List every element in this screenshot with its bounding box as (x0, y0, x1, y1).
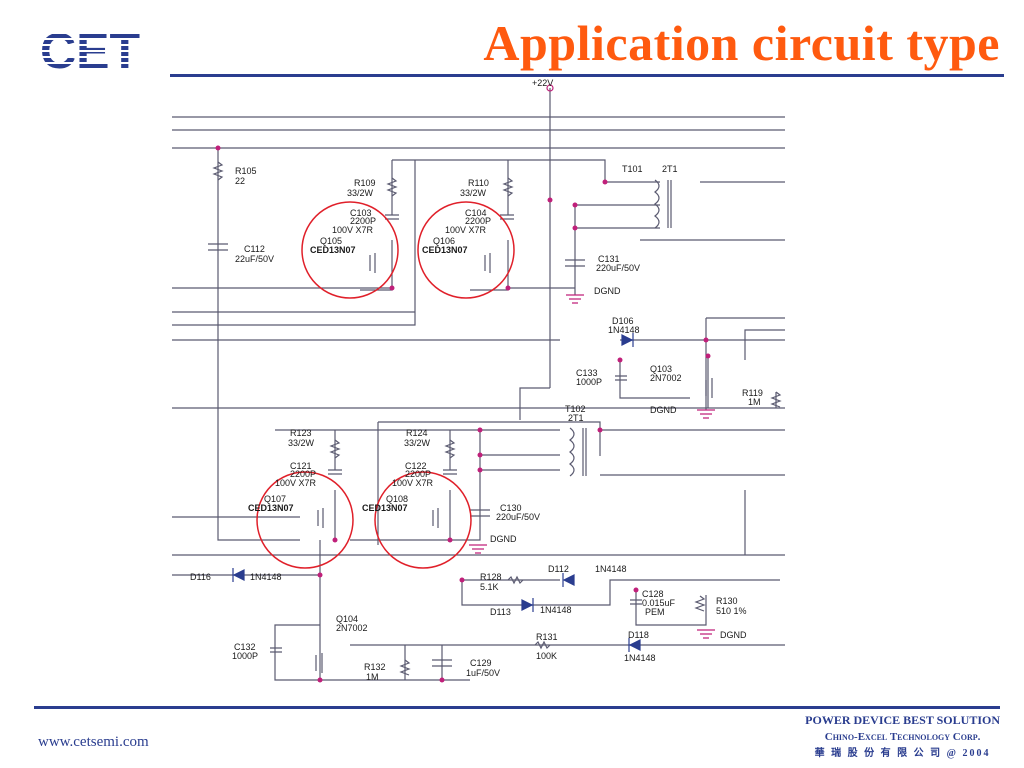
label-d118-part: 1N4148 (624, 653, 656, 663)
label-d116-part: 1N4148 (250, 572, 282, 582)
label-c128-rating: PEM (645, 607, 665, 617)
label-c122-rating: 100V X7R (392, 478, 434, 488)
label-c130: C130 (500, 503, 522, 513)
label-c121-rating: 100V X7R (275, 478, 317, 488)
label-dgnd-3: DGND (490, 534, 517, 544)
label-c112-value: 22uF/50V (235, 254, 274, 264)
label-c132-value: 1000P (232, 651, 258, 661)
label-c121-value: 2200P (290, 469, 316, 479)
label-d112-part: 1N4148 (595, 564, 627, 574)
label-d113: D113 (490, 607, 511, 617)
label-q106-part: CED13N07 (422, 245, 468, 255)
header-divider (170, 74, 1004, 77)
label-r132: R132 (364, 662, 386, 672)
label-q108: Q108 (386, 494, 408, 504)
label-c131-value: 220uF/50V (596, 263, 640, 273)
website-link[interactable]: www.cetsemi.com (38, 734, 149, 750)
label-supply: +22V (532, 78, 553, 88)
label-r124: R124 (406, 428, 428, 438)
label-c128: C128 (642, 589, 664, 599)
label-r123-value: 33/2W (288, 438, 315, 448)
label-c129-value: 1uF/50V (466, 668, 500, 678)
label-c103-rating: 100V X7R (332, 225, 374, 235)
label-r128-value: 5.1K (480, 582, 499, 592)
label-t101-part: 2T1 (662, 164, 678, 174)
label-r109: R109 (354, 178, 376, 188)
label-r105-value: 22 (235, 176, 245, 186)
label-c133-value: 1000P (576, 377, 602, 387)
label-c104-value: 2200P (465, 216, 491, 226)
label-q103: Q103 (650, 364, 672, 374)
label-dgnd-1: DGND (594, 286, 621, 296)
label-d118: D118 (628, 630, 649, 640)
label-r128: R128 (480, 572, 502, 582)
label-r130: R130 (716, 596, 738, 606)
company-info: POWER DEVICE BEST SOLUTION Chino-Excel T… (805, 712, 1000, 762)
label-q105: Q105 (320, 236, 342, 246)
label-r130-value: 510 1% (716, 606, 747, 616)
label-c130-value: 220uF/50V (496, 512, 540, 522)
label-r119: R119 (742, 388, 763, 398)
label-c129: C129 (470, 658, 492, 668)
label-q104-part: 2N7002 (336, 623, 368, 633)
label-r110: R110 (468, 178, 489, 188)
label-r132-value: 1M (366, 672, 379, 682)
label-q105-part: CED13N07 (310, 245, 356, 255)
label-d112: D112 (548, 564, 569, 574)
label-t102-part: 2T1 (568, 413, 584, 423)
label-c132: C132 (234, 642, 256, 652)
label-r110-value: 33/2W (460, 188, 487, 198)
label-c122-value: 2200P (405, 469, 431, 479)
application-circuit-schematic: +22V R105 22 C112 22uF/50V R109 33/2W R1… (172, 78, 785, 683)
footer-divider (34, 706, 1000, 709)
label-t102: T102 (565, 404, 586, 414)
label-c131: C131 (598, 254, 620, 264)
label-q108-part: CED13N07 (362, 503, 408, 513)
label-c104: C104 (465, 208, 487, 218)
label-q107: Q107 (264, 494, 286, 504)
cet-logo: CET (34, 24, 146, 76)
company-name: Chino-Excel Technology Corp. (824, 731, 981, 743)
label-q103-part: 2N7002 (650, 373, 682, 383)
label-q106: Q106 (433, 236, 455, 246)
label-c133: C133 (576, 368, 598, 378)
label-r124-value: 33/2W (404, 438, 431, 448)
label-d106: D106 (612, 316, 634, 326)
label-c112: C112 (244, 244, 265, 254)
label-r123: R123 (290, 428, 312, 438)
label-d106-part: 1N4148 (608, 325, 640, 335)
tagline: POWER DEVICE BEST SOLUTION (805, 713, 1000, 727)
page-title: Application circuit type (483, 15, 1000, 71)
label-r131-value: 100K (536, 651, 557, 661)
label-q107-part: CED13N07 (248, 503, 294, 513)
label-c122: C122 (405, 461, 427, 471)
label-c103-value: 2200P (350, 216, 376, 226)
label-c121: C121 (290, 461, 312, 471)
copyright: 華 瑞 股 份 有 限 公 司 @ 2004 (814, 748, 991, 759)
label-c103: C103 (350, 208, 372, 218)
label-t101: T101 (622, 164, 643, 174)
label-r109-value: 33/2W (347, 188, 374, 198)
label-d113-part: 1N4148 (540, 605, 572, 615)
label-r119-value: 1M (748, 397, 761, 407)
label-q104: Q104 (336, 614, 358, 624)
label-c104-rating: 100V X7R (445, 225, 487, 235)
label-d116: D116 (190, 572, 211, 582)
label-c128-value: 0.015uF (642, 598, 676, 608)
label-r131: R131 (536, 632, 558, 642)
label-dgnd-2: DGND (650, 405, 677, 415)
label-r105: R105 (235, 166, 257, 176)
label-dgnd-4: DGND (720, 630, 747, 640)
